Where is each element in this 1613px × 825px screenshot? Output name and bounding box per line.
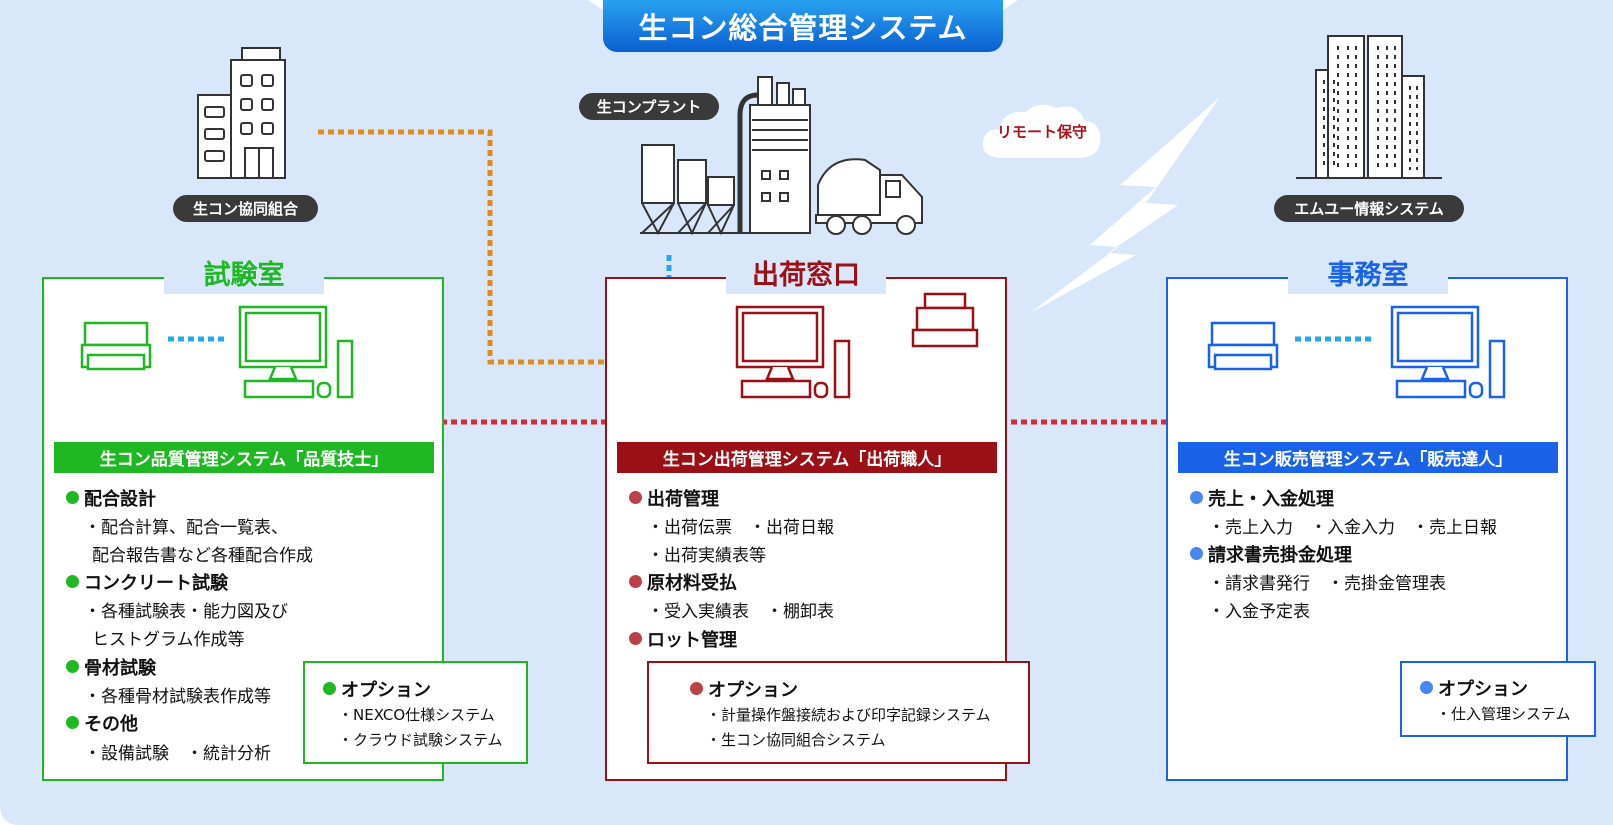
- bullet-icon: [629, 575, 642, 588]
- computer-icon: [1390, 305, 1506, 399]
- lab-item-line: ・配合計算、配合一覧表、: [84, 518, 288, 538]
- plant-icon: [640, 76, 923, 236]
- bullet-icon: [66, 491, 79, 504]
- printer-icon: [1207, 321, 1279, 371]
- office-title: 事務室: [1288, 258, 1448, 294]
- bullet-icon: [323, 682, 336, 695]
- shipping-option-line: ・計量操作盤接続および印字記録システム: [706, 706, 991, 724]
- shipping-item-line: ・受入実績表 ・棚卸表: [647, 602, 834, 622]
- lab-option-line: ・クラウド試験システム: [338, 731, 503, 749]
- office-item-line: ・売上入力 ・入金入力 ・売上日報: [1208, 518, 1497, 538]
- remote-badge: リモート保守: [996, 123, 1087, 141]
- shipping-item-heading: 出荷管理: [629, 485, 719, 511]
- lab-title: 試験室: [164, 258, 324, 294]
- cloud-icon: [982, 104, 1101, 158]
- skyscraper-icon: [1296, 35, 1442, 179]
- office-system-bar: 生コン販売管理システム「販売達人」: [1178, 442, 1558, 473]
- connection-line-kumiai: [318, 129, 718, 365]
- mu-badge: エムユー情報システム: [1274, 195, 1464, 222]
- bullet-icon: [66, 716, 79, 729]
- lab-devices: [80, 305, 354, 399]
- lab-item-heading: 骨材試験: [66, 654, 156, 680]
- office-devices: [1207, 305, 1506, 399]
- plant-badge: 生コンプラント: [579, 93, 719, 120]
- bullet-icon: [690, 682, 703, 695]
- office-item-heading: 請求書売掛金処理: [1190, 541, 1352, 567]
- bullet-icon: [1190, 547, 1203, 560]
- lab-item-line: ・設備試験 ・統計分析: [84, 744, 271, 764]
- lab-option-heading: オプション: [323, 676, 431, 702]
- shipping-option-line: ・生コン協同組合システム: [706, 731, 886, 749]
- shipping-devices: [735, 292, 979, 399]
- page-title: 生コン総合管理システム: [603, 0, 1003, 52]
- bullet-icon: [629, 632, 642, 645]
- bullet-icon: [1190, 491, 1203, 504]
- office-item-heading: 売上・入金処理: [1190, 485, 1334, 511]
- shipping-system-bar: 生コン出荷管理システム「出荷職人」: [617, 442, 997, 473]
- shipping-item-heading: ロット管理: [629, 626, 737, 652]
- bullet-icon: [66, 575, 79, 588]
- printer-icon: [911, 292, 979, 348]
- lab-item-heading: その他: [66, 710, 138, 736]
- lab-item-line: ヒストグラム作成等: [92, 630, 245, 650]
- office-option-line: ・仕入管理システム: [1436, 705, 1571, 723]
- lab-item-line: ・各種試験表・能力図及び: [84, 602, 288, 622]
- office-item-line: ・入金予定表: [1208, 602, 1310, 622]
- bullet-icon: [1420, 681, 1433, 694]
- computer-icon: [238, 305, 354, 399]
- mixer-truck-icon: [815, 158, 923, 235]
- lab-option-box: [303, 661, 528, 764]
- kumiai-badge: 生コン協同組合: [173, 195, 318, 222]
- lab-item-line: 配合報告書など各種配合作成: [92, 546, 313, 566]
- printer-icon: [80, 321, 152, 371]
- lab-option-line: ・NEXCO仕様システム: [338, 706, 495, 724]
- lab-item-heading: コンクリート試験: [66, 569, 228, 595]
- office-option-box: [1400, 661, 1596, 737]
- shipping-item-line: ・出荷実績表等: [647, 546, 766, 566]
- shipping-option-heading: オプション: [690, 676, 798, 702]
- bullet-icon: [629, 491, 642, 504]
- office-option-heading: オプション: [1420, 675, 1528, 701]
- lab-item-line: ・各種骨材試験表作成等: [84, 687, 271, 707]
- lightning-icon: [1030, 97, 1220, 313]
- lab-item-heading: 配合設計: [66, 485, 156, 511]
- office-building-icon: [197, 47, 286, 179]
- office-item-line: ・請求書発行 ・売掛金管理表: [1208, 574, 1446, 594]
- bullet-icon: [66, 660, 79, 673]
- shipping-item-heading: 原材料受払: [629, 569, 737, 595]
- shipping-item-line: ・出荷伝票 ・出荷日報: [647, 518, 834, 538]
- lab-system-bar: 生コン品質管理システム「品質技士」: [54, 442, 434, 473]
- computer-icon: [735, 305, 851, 399]
- shipping-title: 出荷窓口: [726, 258, 886, 294]
- shipping-option-box: [647, 661, 1030, 764]
